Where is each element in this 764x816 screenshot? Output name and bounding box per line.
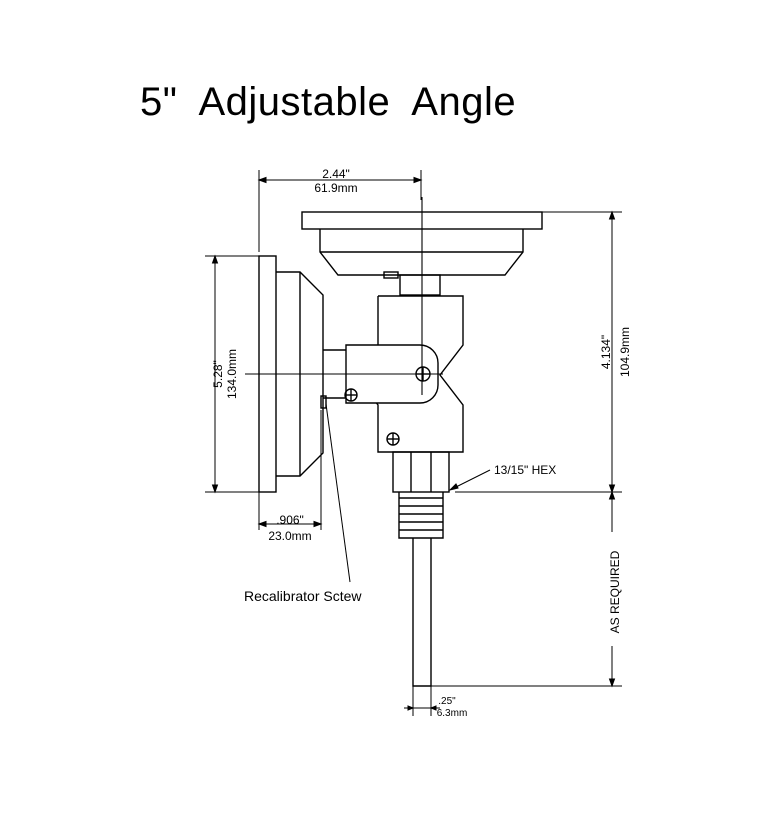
hex-fitting bbox=[392, 451, 450, 539]
dim-dial-height-mm: 134.0mm bbox=[225, 349, 239, 399]
dim-dial-depth bbox=[257, 410, 323, 530]
dim-as-required bbox=[431, 490, 622, 688]
leader-hex bbox=[448, 469, 491, 491]
dim-dial-height bbox=[205, 254, 259, 494]
leader-recalibrator bbox=[325, 403, 351, 583]
dim-right-height-inch: 4.134" bbox=[599, 335, 613, 369]
dim-stem-diameter bbox=[404, 686, 440, 716]
as-required-label: AS REQUIRED bbox=[608, 550, 622, 633]
dim-stem-diameter-inch: .25" bbox=[438, 696, 456, 707]
lower-screw-icon bbox=[386, 432, 400, 446]
dim-dial-depth-mm: 23.0mm bbox=[268, 529, 311, 543]
dim-top-width bbox=[257, 170, 423, 252]
dim-top-width-inch: 2.44" bbox=[322, 167, 350, 181]
page-title: 5" Adjustable Angle bbox=[140, 80, 517, 124]
dim-stem-diameter-mm: 6.3mm bbox=[437, 708, 468, 719]
lock-screw-icon bbox=[344, 388, 358, 402]
dim-right-height-mm: 104.9mm bbox=[618, 327, 632, 377]
hex-label: 13/15" HEX bbox=[494, 463, 556, 477]
dim-right-height bbox=[455, 210, 622, 494]
dim-dial-depth-inch: .906" bbox=[276, 513, 304, 527]
center-lines bbox=[245, 197, 443, 395]
dim-dial-height-inch: 5.28" bbox=[211, 360, 225, 388]
dim-top-width-mm: 61.9mm bbox=[314, 181, 357, 195]
recalibrator-label: Recalibrator Sctew bbox=[244, 588, 362, 604]
stem bbox=[412, 538, 432, 687]
